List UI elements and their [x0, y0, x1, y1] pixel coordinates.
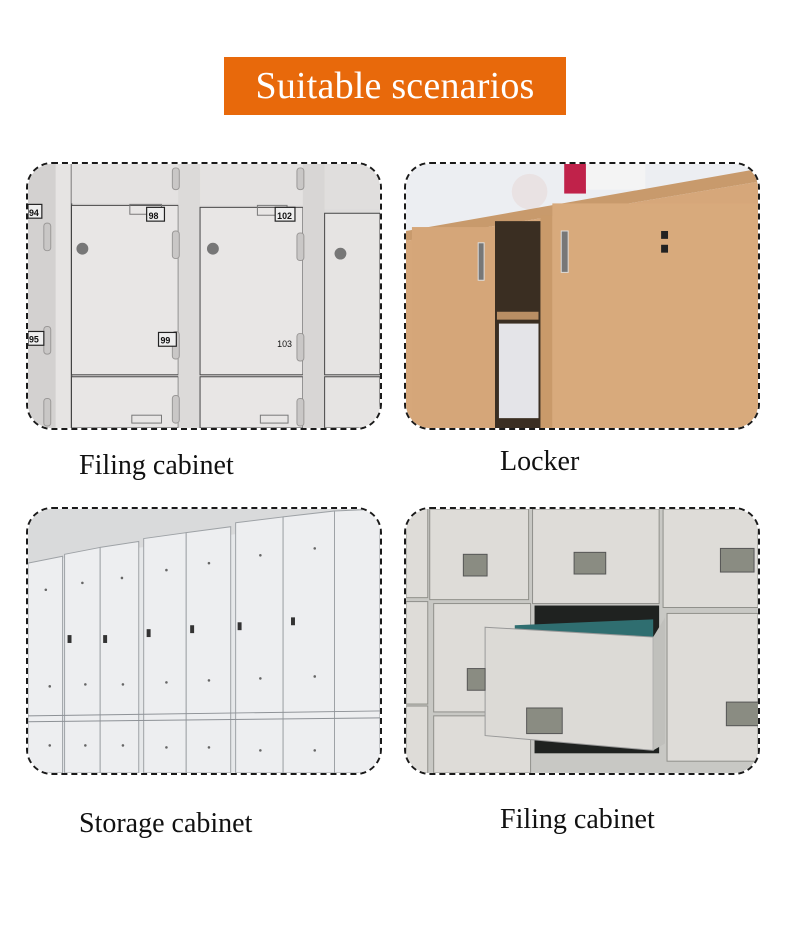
- scenario-image-wood-cabinet: [404, 162, 760, 430]
- svg-text:98: 98: [149, 211, 159, 221]
- scenario-image-numbered-lockers: 98 102 99 94 95 103: [26, 162, 382, 430]
- wood-cabinet-illustration: [406, 164, 758, 428]
- caption-filing-cabinet-1: Filing cabinet: [79, 450, 234, 481]
- scenario-image-perforated-lockers: [26, 507, 382, 775]
- svg-text:102: 102: [277, 211, 292, 221]
- svg-text:94: 94: [29, 208, 39, 218]
- section-title-banner: Suitable scenarios: [224, 57, 566, 115]
- caption-locker: Locker: [500, 446, 580, 477]
- numbered-lockers-illustration: 98 102 99 94 95 103: [28, 164, 380, 428]
- svg-text:95: 95: [29, 334, 39, 344]
- caption-filing-cabinet-2: Filing cabinet: [500, 804, 655, 835]
- caption-storage-cabinet: Storage cabinet: [79, 808, 253, 839]
- perforated-lockers-illustration: [28, 509, 380, 773]
- filing-drawers-illustration: [406, 509, 758, 773]
- svg-text:99: 99: [160, 335, 170, 345]
- scenario-image-filing-drawers: [404, 507, 760, 775]
- svg-text:103: 103: [277, 339, 292, 349]
